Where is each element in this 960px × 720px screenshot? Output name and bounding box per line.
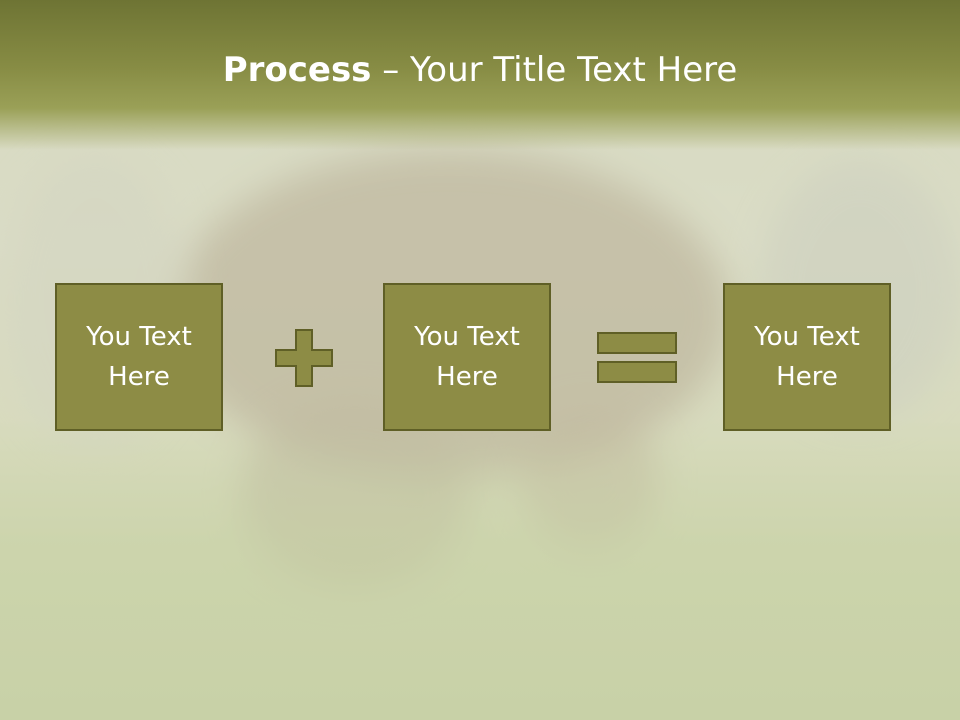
title-rest: – Your Title Text Here — [371, 50, 738, 90]
process-box-label: You Text Here — [754, 322, 860, 392]
title-bold: Process — [222, 50, 372, 90]
process-box-label: You Text Here — [86, 322, 192, 392]
process-box-label: You Text Here — [414, 322, 520, 392]
plus-icon — [275, 329, 333, 387]
slide-title: Process – Your Title Text Here — [0, 50, 960, 90]
equals-icon — [597, 332, 677, 383]
process-box-3[interactable]: You Text Here — [723, 283, 891, 431]
title-bar — [0, 0, 960, 150]
process-box-1[interactable]: You Text Here — [55, 283, 223, 431]
process-box-2[interactable]: You Text Here — [383, 283, 551, 431]
